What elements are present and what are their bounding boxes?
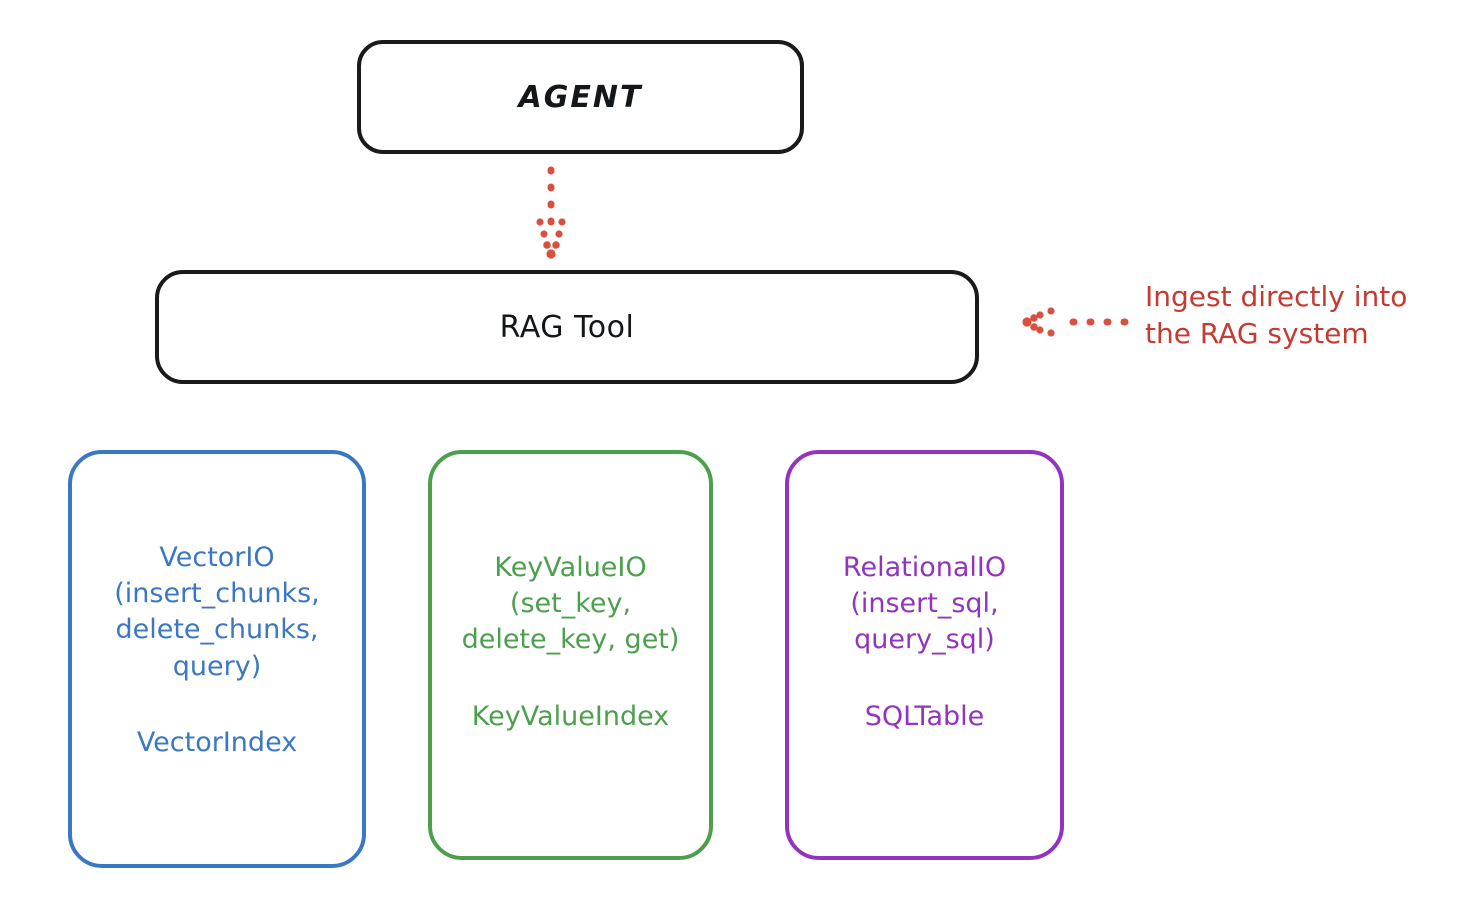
rag-tool-node[interactable]: RAG Tool <box>155 270 979 384</box>
vector-io-api-label: VectorIO (insert_chunks, delete_chunks, … <box>114 542 320 682</box>
ingest-annotation-label: Ingest directly into the RAG system <box>1145 280 1408 350</box>
relational-io-node[interactable]: RelationalIO (insert_sql, query_sql) SQL… <box>785 450 1064 860</box>
sql-table-label: SQLTable <box>864 700 985 732</box>
vector-index-label: VectorIndex <box>136 726 298 758</box>
rag-tool-node-label: RAG Tool <box>499 309 635 345</box>
agent-node[interactable]: AGENT <box>357 40 804 154</box>
vector-io-node[interactable]: VectorIO (insert_chunks, delete_chunks, … <box>68 450 366 868</box>
relational-io-api-label: RelationalIO (insert_sql, query_sql) <box>842 552 1007 656</box>
agent-node-label: AGENT <box>518 79 643 115</box>
key-value-io-node[interactable]: KeyValueIO (set_key, delete_key, get) Ke… <box>428 450 713 860</box>
ingest-to-rag-tool-arrow-icon <box>1022 307 1129 337</box>
key-value-index-label: KeyValueIndex <box>471 700 670 732</box>
agent-to-rag-tool-arrow-icon <box>536 166 566 259</box>
key-value-io-api-label: KeyValueIO (set_key, delete_key, get) <box>461 552 680 656</box>
